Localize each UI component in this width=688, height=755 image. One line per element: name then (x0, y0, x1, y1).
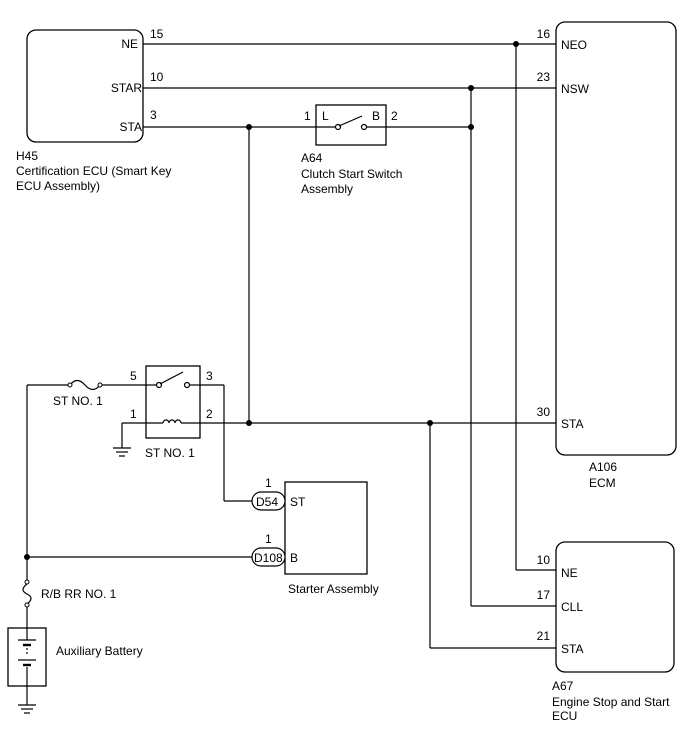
relay-ground-icon (113, 447, 131, 457)
a67-code: A67 (552, 679, 574, 693)
a106-box (555, 21, 677, 456)
rb-fuse-symbol (22, 583, 32, 605)
h45-terminal-ne: NE (121, 37, 138, 51)
junction-sta (246, 124, 252, 130)
relay-coil-symbol (162, 419, 182, 424)
component-a67: NE CLL STA 10 17 21 A67 Engine Stop and … (537, 541, 675, 723)
component-h45: NE STAR STA 15 10 3 H45 Certification EC… (16, 27, 171, 193)
rb-fuse-end-top (24, 579, 30, 585)
component-starter: ST B D54 1 D108 1 Starter Assembly (251, 476, 379, 596)
rb-fuse-end-bottom (24, 602, 30, 608)
h45-box (26, 29, 144, 143)
st-relay-label: ST NO. 1 (145, 446, 195, 460)
starter-box (284, 481, 368, 575)
relay-pin-2: 2 (206, 407, 213, 421)
a67-name-line1: Engine Stop and Start (552, 695, 670, 709)
connector-d54-label: D54 (256, 495, 278, 509)
a64-label-l: L (322, 109, 329, 123)
h45-name-line2: ECU Assembly) (16, 179, 100, 193)
st-fuse-symbol (69, 379, 101, 391)
a106-pin-16: 16 (537, 27, 551, 41)
h45-pin-10: 10 (150, 70, 164, 84)
component-battery: Auxiliary Battery (7, 627, 143, 687)
d108-pin: 1 (265, 532, 272, 546)
a67-pin-10: 10 (537, 553, 551, 567)
a67-pin-17: 17 (537, 588, 551, 602)
a64-name-line2: Assembly (301, 182, 353, 196)
junction-ne (513, 41, 519, 47)
connector-d108-label: D108 (254, 551, 283, 565)
relay-pin-5: 5 (130, 369, 137, 383)
starter-terminal-b: B (290, 551, 298, 565)
a106-name: ECM (589, 476, 616, 490)
a106-pin-30: 30 (537, 405, 551, 419)
a67-pin-21: 21 (537, 629, 551, 643)
wires (26, 43, 556, 705)
a67-name-line2: ECU (552, 709, 577, 723)
battery-label: Auxiliary Battery (56, 644, 143, 658)
a64-switch-blade (338, 115, 363, 127)
st-fuse-label: ST NO. 1 (53, 394, 103, 408)
junction-power (24, 554, 30, 560)
junction-ecm-sta (427, 420, 433, 426)
a106-terminal-nsw: NSW (561, 82, 590, 96)
battery-ground-icon (18, 704, 36, 714)
a64-pin-1: 1 (304, 109, 311, 123)
st-fuse-end-left (67, 382, 73, 388)
component-a64: L B 1 2 A64 Clutch Start Switch Assembly (301, 104, 402, 196)
component-st-relay: 5 3 1 2 ST NO. 1 (130, 365, 213, 460)
a64-code: A64 (301, 151, 323, 165)
h45-pin-15: 15 (150, 27, 164, 41)
relay-pin-3: 3 (206, 369, 213, 383)
a106-pin-23: 23 (537, 70, 551, 84)
relay-switch-blade (159, 371, 184, 385)
a67-box (555, 541, 675, 673)
junction-nsw (468, 85, 474, 91)
connector-d54 (251, 491, 286, 511)
st-relay-box (145, 365, 201, 439)
a67-terminal-sta: STA (561, 642, 583, 656)
junction-relay-2 (246, 420, 252, 426)
h45-terminal-sta: STA (120, 120, 142, 134)
a64-name-line1: Clutch Start Switch (301, 167, 402, 181)
a64-pin-2: 2 (391, 109, 398, 123)
relay-pin-1: 1 (130, 407, 137, 421)
st-fuse-end-right (97, 382, 103, 388)
a67-terminal-ne: NE (561, 566, 578, 580)
a64-label-b: B (372, 109, 380, 123)
h45-code: H45 (16, 149, 38, 163)
starter-label: Starter Assembly (288, 582, 379, 596)
st-fuse: ST NO. 1 (53, 379, 103, 408)
a67-terminal-cll: CLL (561, 600, 583, 614)
a106-terminal-sta: STA (561, 417, 583, 431)
h45-name-line1: Certification ECU (Smart Key (16, 164, 171, 178)
a106-code: A106 (589, 460, 617, 474)
rb-fuse: R/B RR NO. 1 (22, 579, 117, 608)
h45-terminal-star: STAR (111, 81, 142, 95)
junction-switch-b (468, 124, 474, 130)
junctions (24, 41, 519, 560)
d54-pin: 1 (265, 476, 272, 490)
connector-d108 (251, 547, 286, 567)
a64-contact-right (360, 123, 368, 131)
component-a106: NEO NSW STA 16 23 30 A106 ECM (537, 21, 677, 490)
h45-pin-3: 3 (150, 108, 157, 122)
a106-terminal-neo: NEO (561, 38, 587, 52)
rb-fuse-label: R/B RR NO. 1 (41, 587, 117, 601)
a64-box (315, 104, 387, 146)
starter-terminal-st: ST (290, 495, 306, 509)
relay-contact-right (183, 381, 191, 389)
